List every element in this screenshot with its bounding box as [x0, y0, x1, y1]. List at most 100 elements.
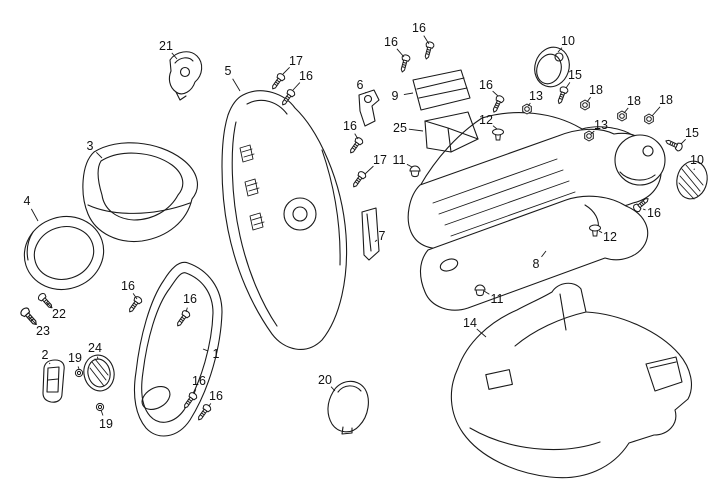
callout-label-10: 10: [690, 153, 704, 167]
part-10-grille: [676, 160, 708, 200]
callout-leader-line: [651, 106, 661, 117]
part-8-floor-panel-assembly: [407, 112, 666, 311]
callout-label-16: 16: [343, 119, 357, 133]
callout-label-18: 18: [659, 93, 673, 107]
callout-leader-line: [193, 389, 197, 395]
callout-leader-line: [202, 348, 208, 352]
part-21-bracket: [168, 51, 203, 101]
callout-label-15: 15: [685, 126, 699, 140]
callout-label-19: 19: [68, 351, 82, 365]
callout-label-10: 10: [561, 34, 575, 48]
callout-leader-line: [28, 316, 37, 325]
screw-icon: [346, 135, 365, 156]
callout-label-16: 16: [412, 21, 426, 35]
callout-leader-line: [132, 293, 138, 300]
callout-label-20: 20: [318, 373, 332, 387]
callout-leader-line: [364, 165, 374, 175]
callout-leader-line: [396, 48, 405, 58]
callout-leader-line: [46, 302, 53, 309]
callout-label-23: 23: [36, 324, 50, 338]
part-24-emblem: [83, 354, 115, 392]
callout-leader-line: [680, 139, 686, 145]
part-9-panel: [412, 69, 471, 111]
rivet-icon: [95, 402, 105, 412]
part-4-headlight-bezel: [23, 216, 105, 290]
callout-label-16: 16: [384, 35, 398, 49]
screw-icon: [554, 85, 570, 106]
callout-leader-line: [282, 67, 290, 75]
callout-leader-line: [483, 290, 490, 295]
part-25-box: [424, 111, 479, 153]
callout-label-16: 16: [647, 206, 661, 220]
screw-icon: [268, 71, 287, 92]
callout-label-24: 24: [88, 341, 102, 355]
callout-leader-line: [557, 47, 563, 53]
callout-label-19: 19: [99, 417, 113, 431]
callout-label-17: 17: [289, 54, 303, 68]
screw-icon: [489, 94, 506, 115]
part-5-front-cover: [221, 90, 348, 350]
callout-label-5: 5: [225, 64, 232, 78]
callout-label-25: 25: [393, 121, 407, 135]
part-2-bracket: [42, 359, 65, 403]
callout-leader-line: [48, 362, 51, 365]
callout-label-18: 18: [589, 83, 603, 97]
screw-icon: [397, 53, 412, 74]
rivet-icon: [74, 368, 84, 378]
callout-leader-line: [77, 366, 80, 370]
callout-label-16: 16: [209, 389, 223, 403]
callout-label-13: 13: [529, 89, 543, 103]
callout-label-6: 6: [357, 78, 364, 92]
callout-leader-line: [232, 78, 241, 92]
callout-leader-line: [492, 125, 498, 130]
part-14-underbody-cover: [450, 282, 692, 479]
callout-leader-line: [365, 91, 367, 94]
callout-label-16: 16: [183, 292, 197, 306]
part-1-front-lower-cover: [133, 261, 223, 437]
callout-leader-line: [598, 230, 603, 234]
part-10-cap: [534, 46, 570, 88]
callout-label-16: 16: [479, 78, 493, 92]
nut-icon: [617, 110, 627, 122]
callout-leader-line: [476, 328, 487, 338]
nut-icon: [522, 103, 532, 115]
callout-label-3: 3: [87, 139, 94, 153]
callout-label-2: 2: [42, 348, 49, 362]
callout-leader-line: [541, 250, 547, 258]
callout-leader-line: [408, 128, 424, 132]
callout-leader-line: [492, 90, 499, 97]
callout-label-17: 17: [373, 153, 387, 167]
callout-label-7: 7: [379, 229, 386, 243]
callout-label-16: 16: [299, 69, 313, 83]
callout-label-16: 16: [192, 374, 206, 388]
callout-label-21: 21: [159, 39, 173, 53]
callout-label-11: 11: [491, 292, 504, 306]
callout-leader-line: [374, 239, 378, 242]
callout-label-8: 8: [533, 257, 540, 271]
part-6-bracket: [358, 89, 380, 127]
callout-leader-line: [30, 208, 39, 222]
callout-leader-line: [208, 403, 212, 407]
grommet-icon: [492, 128, 504, 141]
callout-leader-line: [527, 102, 531, 107]
callout-label-18: 18: [627, 94, 641, 108]
screw-icon: [349, 169, 368, 190]
callout-leader-line: [590, 130, 595, 135]
callout-label-12: 12: [603, 230, 617, 244]
callout-leader-line: [96, 152, 103, 159]
callout-label-15: 15: [568, 68, 582, 82]
callout-leader-line: [642, 208, 646, 211]
part-7-trim-strip: [361, 207, 380, 261]
callout-label-14: 14: [463, 316, 477, 330]
callout-leader-line: [292, 82, 301, 91]
callout-label-11: 11: [393, 153, 406, 167]
callout-leader-line: [423, 35, 430, 45]
screw-icon: [663, 136, 684, 153]
callout-label-9: 9: [392, 89, 399, 103]
callout-leader-line: [406, 163, 413, 168]
callout-label-1: 1: [213, 347, 220, 361]
part-20-cover: [327, 380, 369, 435]
callout-leader-line: [586, 96, 591, 103]
